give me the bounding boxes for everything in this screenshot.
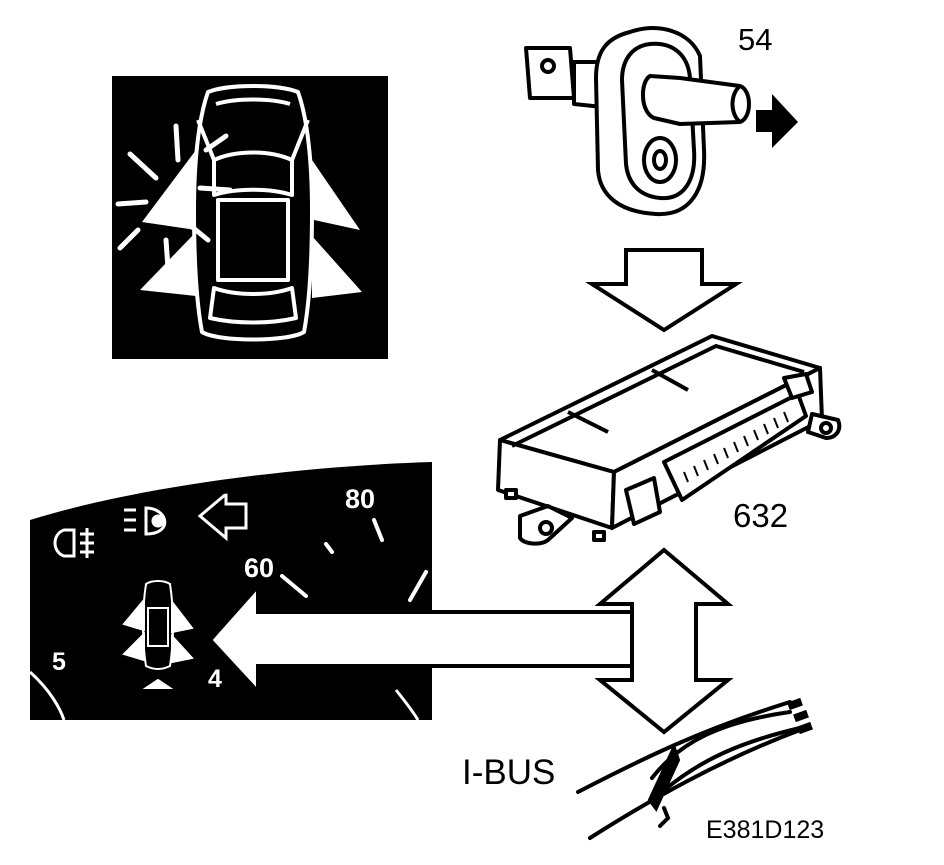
module-connector-pins <box>683 411 789 483</box>
cable-connector-icon <box>787 697 813 735</box>
speed-mark-60: 60 <box>244 553 275 583</box>
signal-down-arrow-icon <box>585 248 743 333</box>
door-open-display <box>112 76 388 359</box>
signal-left-arrow-icon <box>207 580 642 698</box>
i-bus-cable <box>576 700 802 840</box>
control-module-label: 632 <box>733 497 789 534</box>
speed-mark-80: 80 <box>345 484 376 514</box>
control-module-632 <box>496 334 842 546</box>
door-warning-car-icon <box>122 580 194 689</box>
figure-code: E381D123 <box>706 816 825 844</box>
front-left-door <box>142 150 196 230</box>
rpm-mark-5: 5 <box>52 648 66 676</box>
plunger-direction-arrow-icon <box>756 94 798 148</box>
warning-rays-icon <box>115 123 233 271</box>
rear-fog-lamp-icon <box>53 528 94 558</box>
tachometer-arc <box>30 670 66 720</box>
rear-right-door <box>312 236 362 298</box>
speed-mark-4: 4 <box>208 665 222 693</box>
speedometer-arc <box>394 689 420 720</box>
door-switch-54 <box>524 26 751 217</box>
bidirectional-arrow-icon <box>594 547 734 735</box>
door-switch-label: 54 <box>738 22 773 57</box>
bus-label: I-BUS <box>462 753 556 792</box>
speedometer-ticks <box>280 518 428 602</box>
headlight-icon <box>124 506 167 536</box>
turn-signal-arrow-icon <box>197 490 248 542</box>
front-right-door <box>312 160 360 230</box>
